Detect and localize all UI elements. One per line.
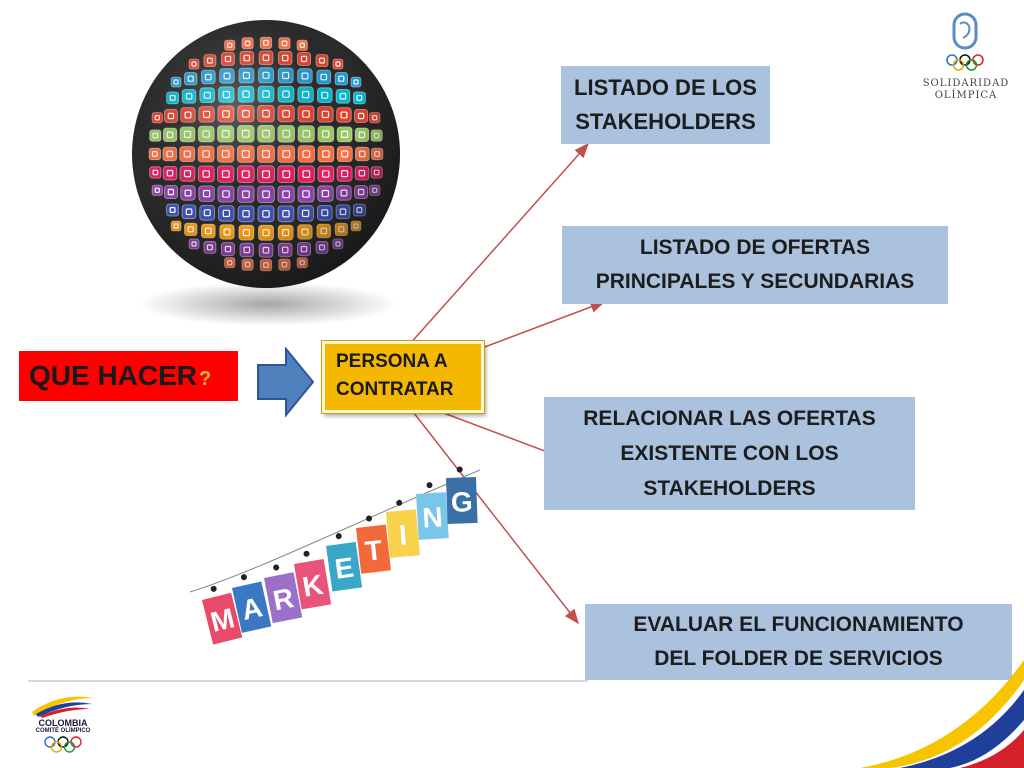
marketing-tag-k: K bbox=[294, 550, 332, 610]
connector-to-evaluar bbox=[409, 407, 579, 625]
marketing-letter: I bbox=[398, 519, 408, 551]
solidaridad-olimpica-logo-icon bbox=[946, 12, 984, 71]
colombia-logo-text: COLOMBIA bbox=[38, 718, 88, 728]
persona-a-contratar-box: PERSONA A CONTRATAR bbox=[322, 341, 484, 413]
evaluar-funcionamiento-box: EVALUAR EL FUNCIONAMIENTO DEL FOLDER DE … bbox=[585, 604, 1012, 680]
marketing-tag-g: G bbox=[446, 466, 478, 524]
que-hacer-label: QUE HACER? bbox=[19, 351, 238, 401]
listado-stakeholders-box: LISTADO DE LOS STAKEHOLDERS bbox=[561, 66, 770, 144]
marketing-letter: T bbox=[363, 534, 384, 567]
footer-divider bbox=[28, 680, 588, 682]
block-arrow-right bbox=[257, 347, 315, 417]
relacionar-ofertas-box: RELACIONAR LAS OFERTAS EXISTENTE CON LOS… bbox=[544, 397, 915, 510]
marketing-letter: K bbox=[300, 569, 325, 603]
marketing-tag-n: N bbox=[416, 482, 449, 540]
colombia-flag-swoosh-icon bbox=[32, 696, 94, 718]
flag-swoosh-decoration bbox=[860, 660, 1024, 768]
que-hacer-text: QUE HACER bbox=[29, 360, 198, 391]
connector-to-stakeholders bbox=[407, 142, 589, 347]
marketing-letter: G bbox=[450, 486, 473, 518]
marketing-tag-a: A bbox=[232, 574, 272, 633]
marketing-tag-m: M bbox=[202, 585, 243, 645]
comite-olimpico-text: COMITÉ OLÍMPICO bbox=[35, 728, 91, 734]
question-mark: ? bbox=[199, 368, 212, 390]
marketing-letter: E bbox=[333, 552, 356, 585]
app-icons-globe-image bbox=[132, 20, 400, 326]
listado-ofertas-box: LISTADO DE OFERTAS PRINCIPALES Y SECUNDA… bbox=[562, 226, 948, 304]
marketing-tag-e: E bbox=[326, 533, 363, 592]
marketing-letter: N bbox=[421, 501, 443, 533]
marketing-tag-r: R bbox=[264, 564, 303, 624]
olympic-rings-icon bbox=[44, 736, 82, 753]
marketing-tag-t: T bbox=[356, 515, 392, 574]
solidaridad-olimpica-text: SOLIDARIDAD OLÍMPICA bbox=[922, 78, 1010, 101]
marketing-tag-i: I bbox=[386, 499, 420, 558]
